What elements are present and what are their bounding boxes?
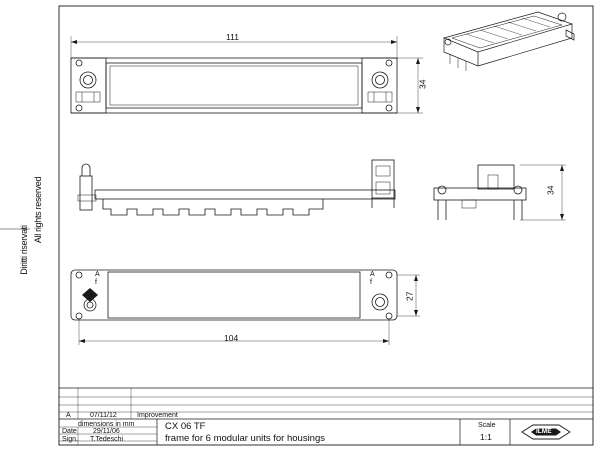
top-view: [70, 36, 423, 114]
bottom-view: [70, 269, 420, 345]
sign-value: T.Tedeschi: [90, 436, 124, 443]
units-note: dimensions in mm: [78, 421, 135, 428]
revision-description: Improvement: [137, 412, 178, 419]
copyright-italian: Diritti riservati: [19, 225, 29, 275]
side-view: [77, 159, 396, 216]
isometric-view: [442, 11, 575, 71]
scale-label: Scale: [478, 422, 496, 429]
dim-side-height: 34: [545, 185, 556, 195]
part-description: frame for 6 modular units for housings: [165, 433, 325, 444]
logo-text: ILME: [536, 428, 552, 435]
revision-letter: A: [66, 412, 71, 419]
revision-date: 07/11/12: [90, 412, 117, 419]
mark-f-right: f: [370, 279, 372, 286]
sign-label: Sign.: [62, 436, 78, 443]
mark-a-right: A: [370, 271, 375, 278]
end-view: [433, 164, 566, 221]
dim-top-height: 34: [417, 79, 428, 89]
dim-bottom-width: 104: [224, 333, 239, 343]
mark-f-left: f: [95, 279, 97, 286]
dim-top-width: 111: [226, 32, 239, 42]
drawing-border: [58, 5, 594, 446]
dim-bottom-height: 27: [404, 291, 415, 301]
mark-a-left: A: [95, 271, 100, 278]
part-code: CX 06 TF: [165, 421, 206, 432]
scale-value: 1:1: [480, 432, 492, 442]
date-label: Date: [62, 428, 77, 435]
date-value: 29/11/06: [93, 428, 120, 435]
title-block: [59, 387, 593, 445]
ilme-logo: [521, 424, 571, 440]
